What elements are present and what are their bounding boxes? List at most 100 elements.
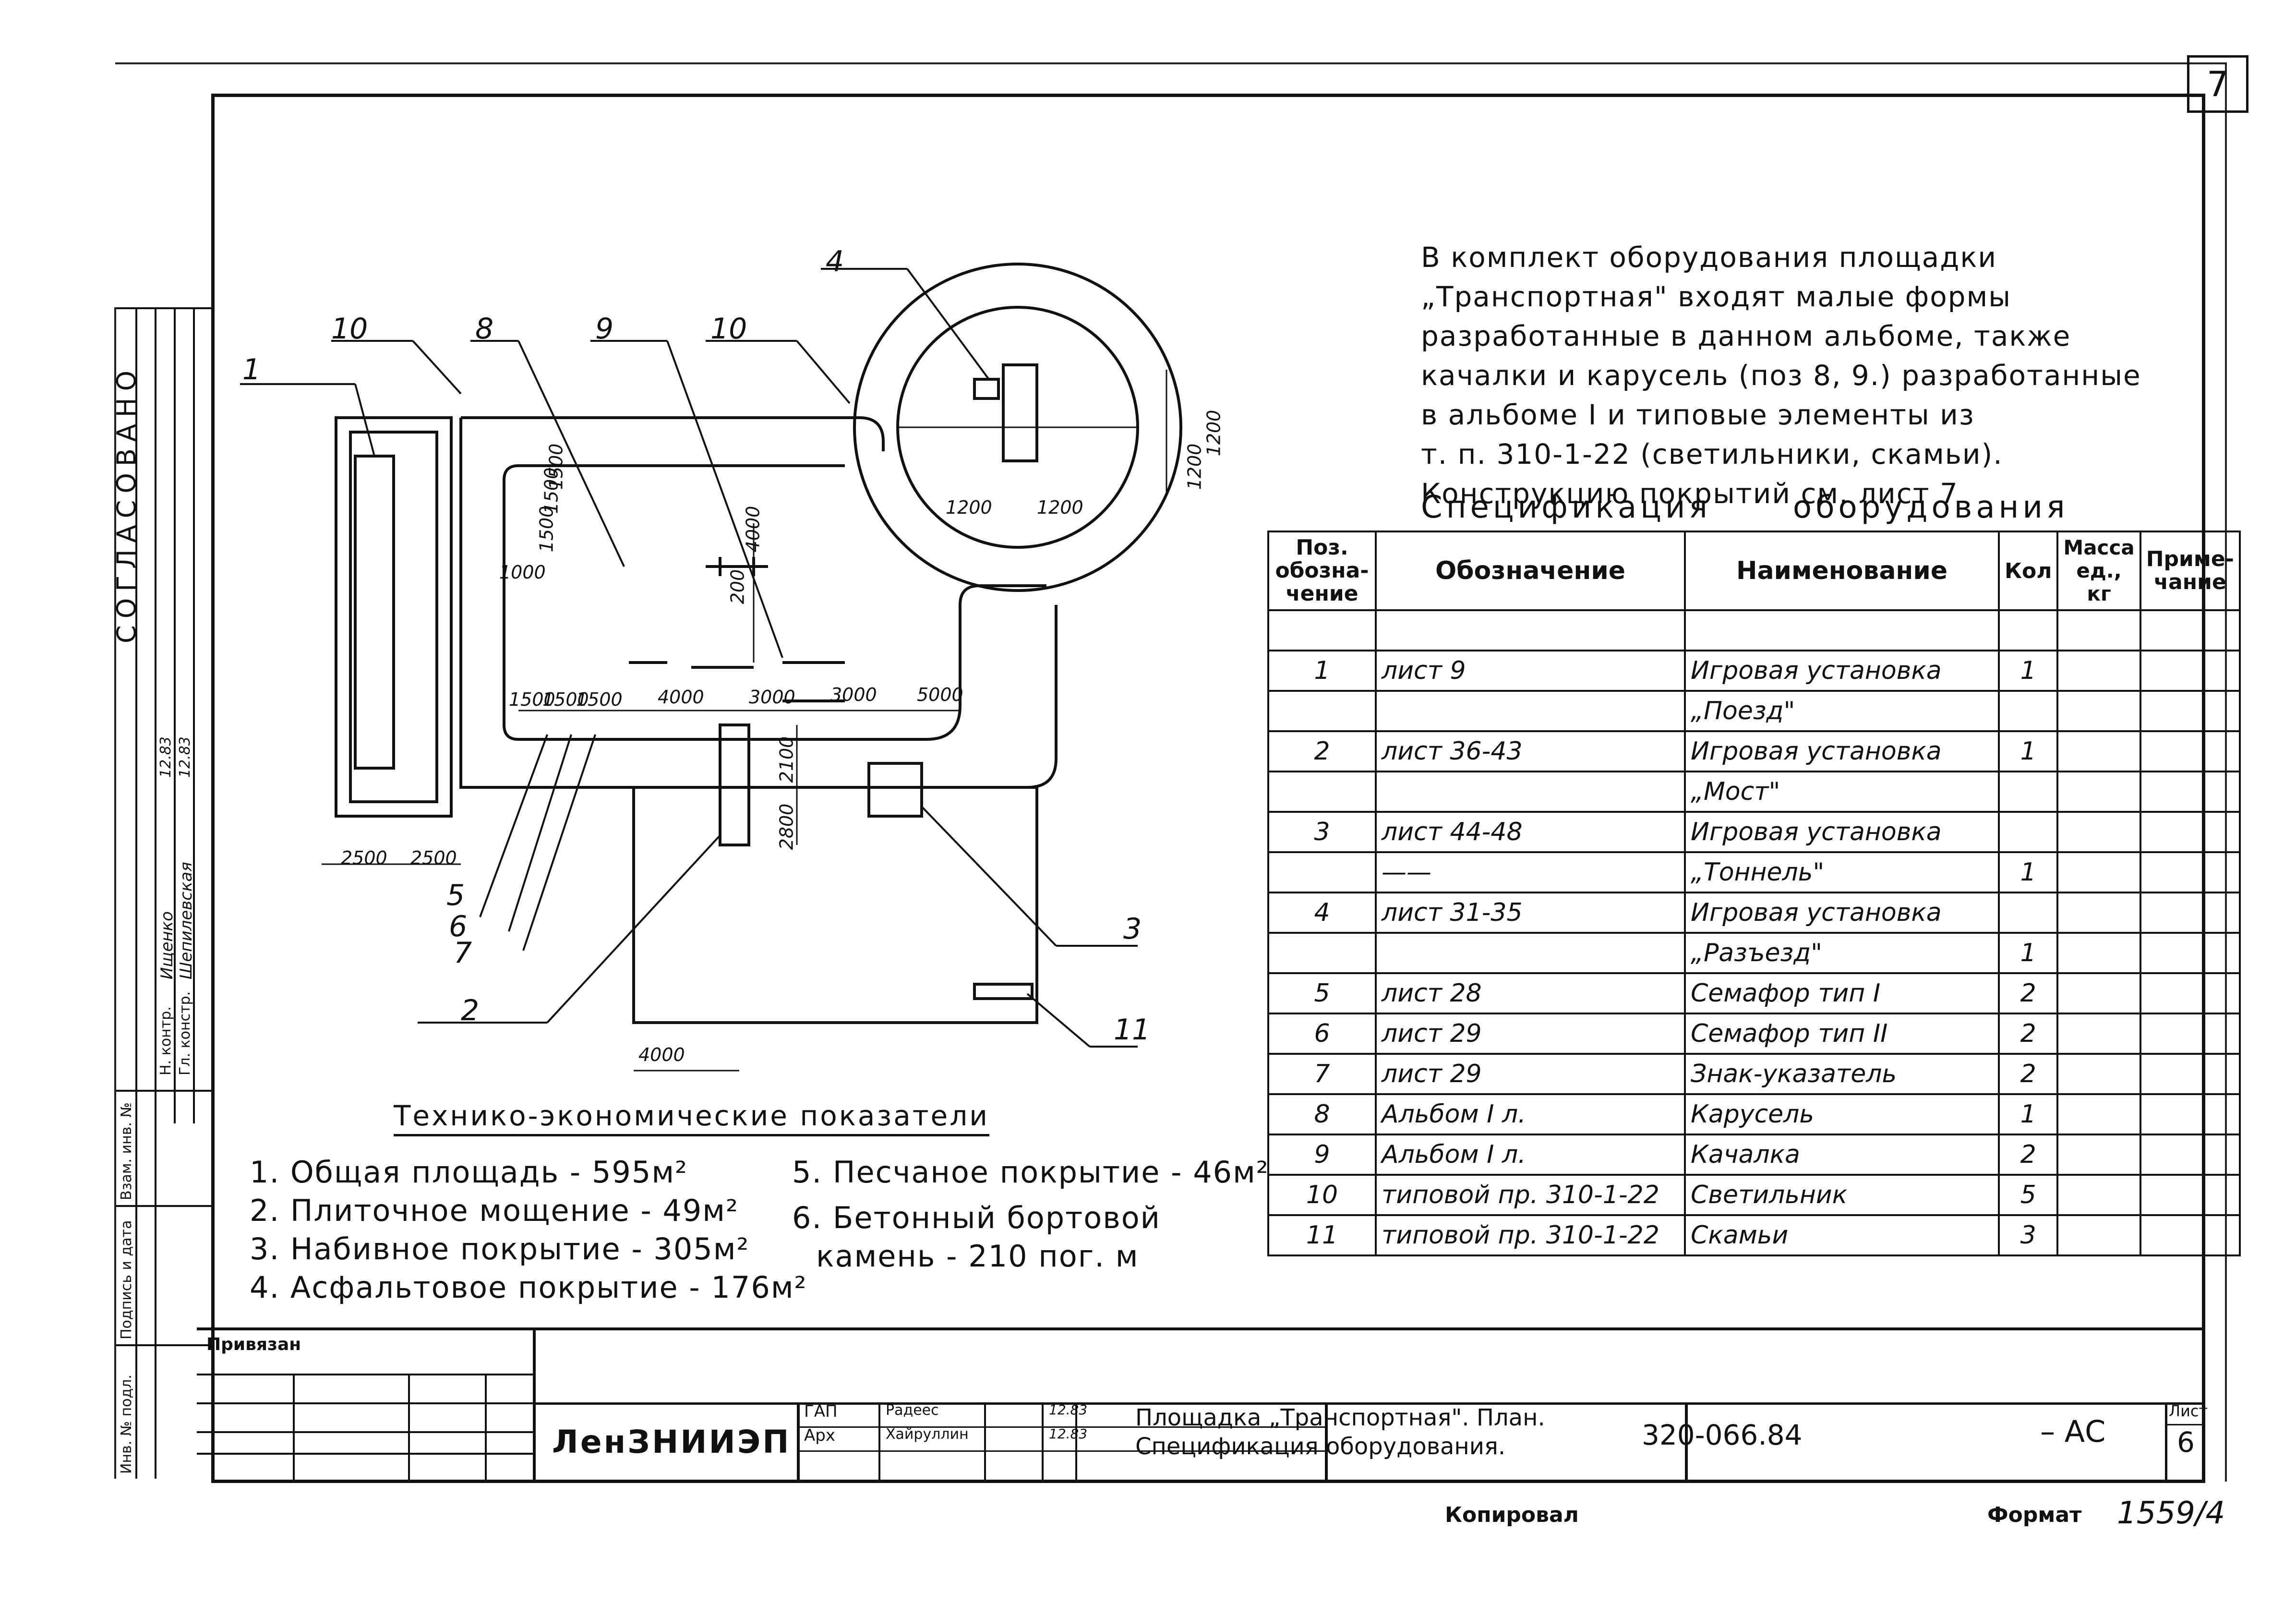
signer-date-2: 12.83 — [1049, 1426, 1088, 1442]
table-cell: лист 31-35 — [1375, 892, 1686, 934]
dim-1200c: 1200 — [1184, 443, 1205, 490]
callout-5: 5 — [446, 879, 465, 912]
table-cell: Знак-указатель — [1684, 1053, 2000, 1095]
table-cell: „Мост" — [1684, 771, 2000, 813]
table-cell — [1267, 932, 1377, 974]
table-cell — [2056, 1093, 2141, 1135]
table-cell — [2056, 932, 2141, 974]
table-cell: лист 28 — [1375, 972, 1686, 1014]
table-cell — [2139, 811, 2241, 853]
note-line: разработанные в данном альбоме, также — [1421, 320, 2071, 352]
margin-sign-date: Подпись и дата — [118, 1220, 135, 1340]
table-cell: лист 44-48 — [1375, 811, 1686, 853]
dim-3000b: 3000 — [830, 684, 877, 705]
table-cell: Карусель — [1684, 1093, 2000, 1135]
dim-4000b: 4000 — [638, 1044, 685, 1065]
table-cell — [2139, 932, 2241, 974]
dim-1000: 1000 — [499, 562, 546, 583]
margin-stamp: СОГЛАСОВАНО Н. контр. Гл. констр. Ищенко… — [111, 307, 212, 1479]
table-cell: лист 9 — [1375, 650, 1686, 692]
table-cell: Светильник — [1684, 1174, 2000, 1216]
table-cell — [2139, 892, 2241, 934]
agreed-stamp: СОГЛАСОВАНО — [111, 364, 142, 643]
note-line: Конструкцию покрытий см. лист 7 — [1421, 477, 1959, 510]
table-row — [1267, 609, 2241, 651]
callout-1: 1 — [242, 353, 261, 386]
indicator-3: 3. Набивное покрытие - 305м² — [250, 1231, 750, 1266]
sheet-title-2: Спецификация оборудования. — [1135, 1433, 1506, 1460]
dim-200: 200 — [727, 569, 748, 604]
note-line: „Транспортная" входят малые формы — [1421, 280, 2012, 313]
attached-label: Привязан — [206, 1335, 301, 1354]
table-cell — [2056, 1053, 2141, 1095]
dim-2800: 2800 — [776, 803, 797, 850]
col-mass: Масса ед., кг — [2056, 531, 2141, 611]
callout-7: 7 — [454, 936, 472, 970]
margin-name-2: Шепилевская — [177, 862, 196, 979]
table-cell: 2 — [1997, 1013, 2059, 1055]
col-designation: Обозначение — [1375, 531, 1686, 611]
table-cell: 2 — [1997, 1053, 2059, 1095]
signer-name-1: Радеес — [886, 1402, 939, 1419]
margin-name-1: Ищенко — [157, 911, 177, 979]
table-cell — [2139, 851, 2241, 893]
margin-inv: Инв. № подл. — [118, 1375, 135, 1474]
table-cell: 1 — [1997, 851, 2059, 893]
table-cell — [2139, 771, 2241, 813]
signer-role-1: ГАП — [804, 1402, 838, 1421]
table-cell: „Тоннель" — [1684, 851, 2000, 893]
signer-name-2: Хайруллин — [886, 1426, 969, 1443]
table-cell — [2056, 1134, 2141, 1176]
sheet-label: Лист — [2169, 1402, 2208, 1420]
dim-2100: 2100 — [776, 736, 797, 783]
table-cell: Игровая установка — [1684, 892, 2000, 934]
table-cell — [1375, 771, 1686, 813]
table-cell: Игровая установка — [1684, 811, 2000, 853]
table-cell: 1 — [1997, 730, 2059, 772]
table-cell — [1375, 932, 1686, 974]
table-row: „Мост" — [1267, 771, 2241, 813]
dim-2500b: 2500 — [410, 847, 457, 868]
table-cell: „Поезд" — [1684, 690, 2000, 732]
table-cell — [2056, 771, 2141, 813]
table-cell — [2056, 650, 2141, 692]
dim-1500c: 1500 — [576, 689, 623, 710]
table-cell: 6 — [1267, 1013, 1377, 1055]
table-cell: 10 — [1267, 1174, 1377, 1216]
table-cell — [1997, 811, 2059, 853]
table-row: ——„Тоннель"1 — [1267, 851, 2241, 893]
dim-1500f: 1500 — [545, 443, 567, 490]
table-cell: 1 — [1267, 650, 1377, 692]
table-cell: Семафор тип II — [1684, 1013, 2000, 1055]
table-row: „Поезд" — [1267, 690, 2241, 732]
callout-8: 8 — [475, 312, 494, 346]
table-cell: Игровая установка — [1684, 650, 2000, 692]
table-cell: 7 — [1267, 1053, 1377, 1095]
table-cell — [2139, 1174, 2241, 1216]
project-suffix: – АС — [2040, 1414, 2106, 1449]
note-line: в альбоме I и типовые элементы из — [1421, 398, 1975, 431]
indicator-6b: камень - 210 пог. м — [816, 1239, 1139, 1274]
table-cell — [2139, 1093, 2241, 1135]
table-cell — [2056, 972, 2141, 1014]
table-cell: типовой пр. 310-1-22 — [1375, 1214, 1686, 1256]
table-cell — [1997, 609, 2059, 651]
dim-2500a: 2500 — [341, 847, 387, 868]
table-cell: Скамьи — [1684, 1214, 2000, 1256]
equipment-notes: В комплект оборудования площадки „Трансп… — [1421, 238, 2189, 513]
margin-role-2: Гл. констр. — [177, 991, 193, 1075]
table-cell: 5 — [1997, 1174, 2059, 1216]
table-cell — [2056, 690, 2141, 732]
archive-number: 1559/4 — [2117, 1495, 2225, 1531]
table-cell: Игровая установка — [1684, 730, 2000, 772]
signer-date-1: 12.83 — [1049, 1402, 1088, 1418]
site-plan-drawing — [240, 263, 1182, 1072]
